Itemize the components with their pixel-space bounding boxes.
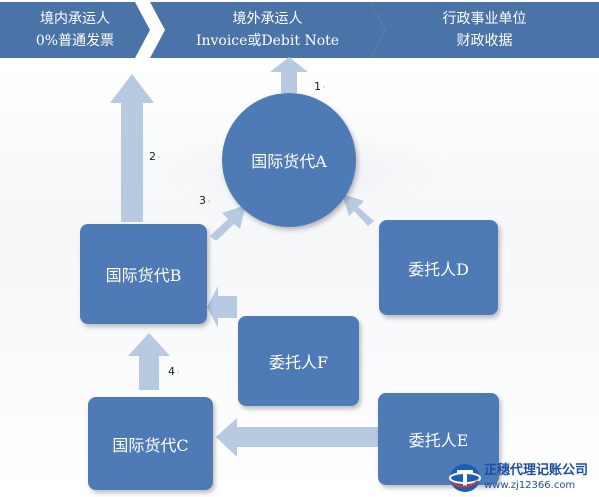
banner-line: 财政收据 bbox=[456, 33, 513, 49]
banner-foreign-carrier: 境外承运人 Invoice或Debit Note bbox=[150, 2, 385, 58]
arrow-c-to-b bbox=[128, 333, 170, 390]
arrow-e-to-c bbox=[216, 418, 380, 457]
arrow-a-to-foreign-carrier bbox=[270, 57, 308, 93]
node-label: 国际货代A bbox=[251, 152, 327, 171]
step-label: 4 bbox=[168, 365, 180, 378]
banner-line: 境内承运人 bbox=[40, 11, 110, 27]
step-label: 2 bbox=[149, 150, 161, 163]
company-logo: 正穗代理记账公司 www.zj12366.com bbox=[448, 458, 599, 497]
banner-line: 境外承运人 bbox=[232, 11, 303, 27]
node-shipper-e: 委托人E bbox=[378, 393, 499, 485]
step-label: 1 bbox=[314, 80, 326, 93]
node-forwarder-c: 国际货代C bbox=[88, 397, 213, 490]
node-label: 国际货代C bbox=[112, 435, 189, 455]
banner-domestic-carrier: 境内承运人 0%普通发票 bbox=[0, 2, 150, 58]
arrow-b-to-domestic-carrier bbox=[110, 74, 154, 222]
node-forwarder-a: 国际货代A bbox=[222, 93, 356, 227]
arrow-f-to-b bbox=[207, 286, 237, 328]
logo-globe-icon bbox=[449, 463, 481, 492]
node-label: 委托人F bbox=[268, 353, 329, 372]
banner-public-institution: 行政事业单位 财政收据 bbox=[370, 2, 599, 58]
node-label: 委托人D bbox=[408, 259, 469, 279]
logo-name: 正穗代理记账公司 bbox=[484, 462, 589, 478]
banner-line: 行政事业单位 bbox=[442, 11, 527, 27]
node-forwarder-b: 国际货代B bbox=[80, 224, 207, 324]
banner-line: 0%普通发票 bbox=[35, 33, 115, 49]
arrow-b-to-a bbox=[210, 205, 246, 241]
logo-url: www.zj12366.com bbox=[484, 479, 576, 491]
step-label: 3 bbox=[199, 194, 211, 207]
node-shipper-d: 委托人D bbox=[379, 220, 498, 315]
node-label: 国际货代B bbox=[105, 266, 182, 285]
node-shipper-f: 委托人F bbox=[238, 316, 359, 406]
arrow-d-to-a bbox=[342, 194, 374, 226]
node-label: 委托人E bbox=[408, 431, 469, 450]
banner-line: Invoice或Debit Note bbox=[195, 33, 340, 49]
